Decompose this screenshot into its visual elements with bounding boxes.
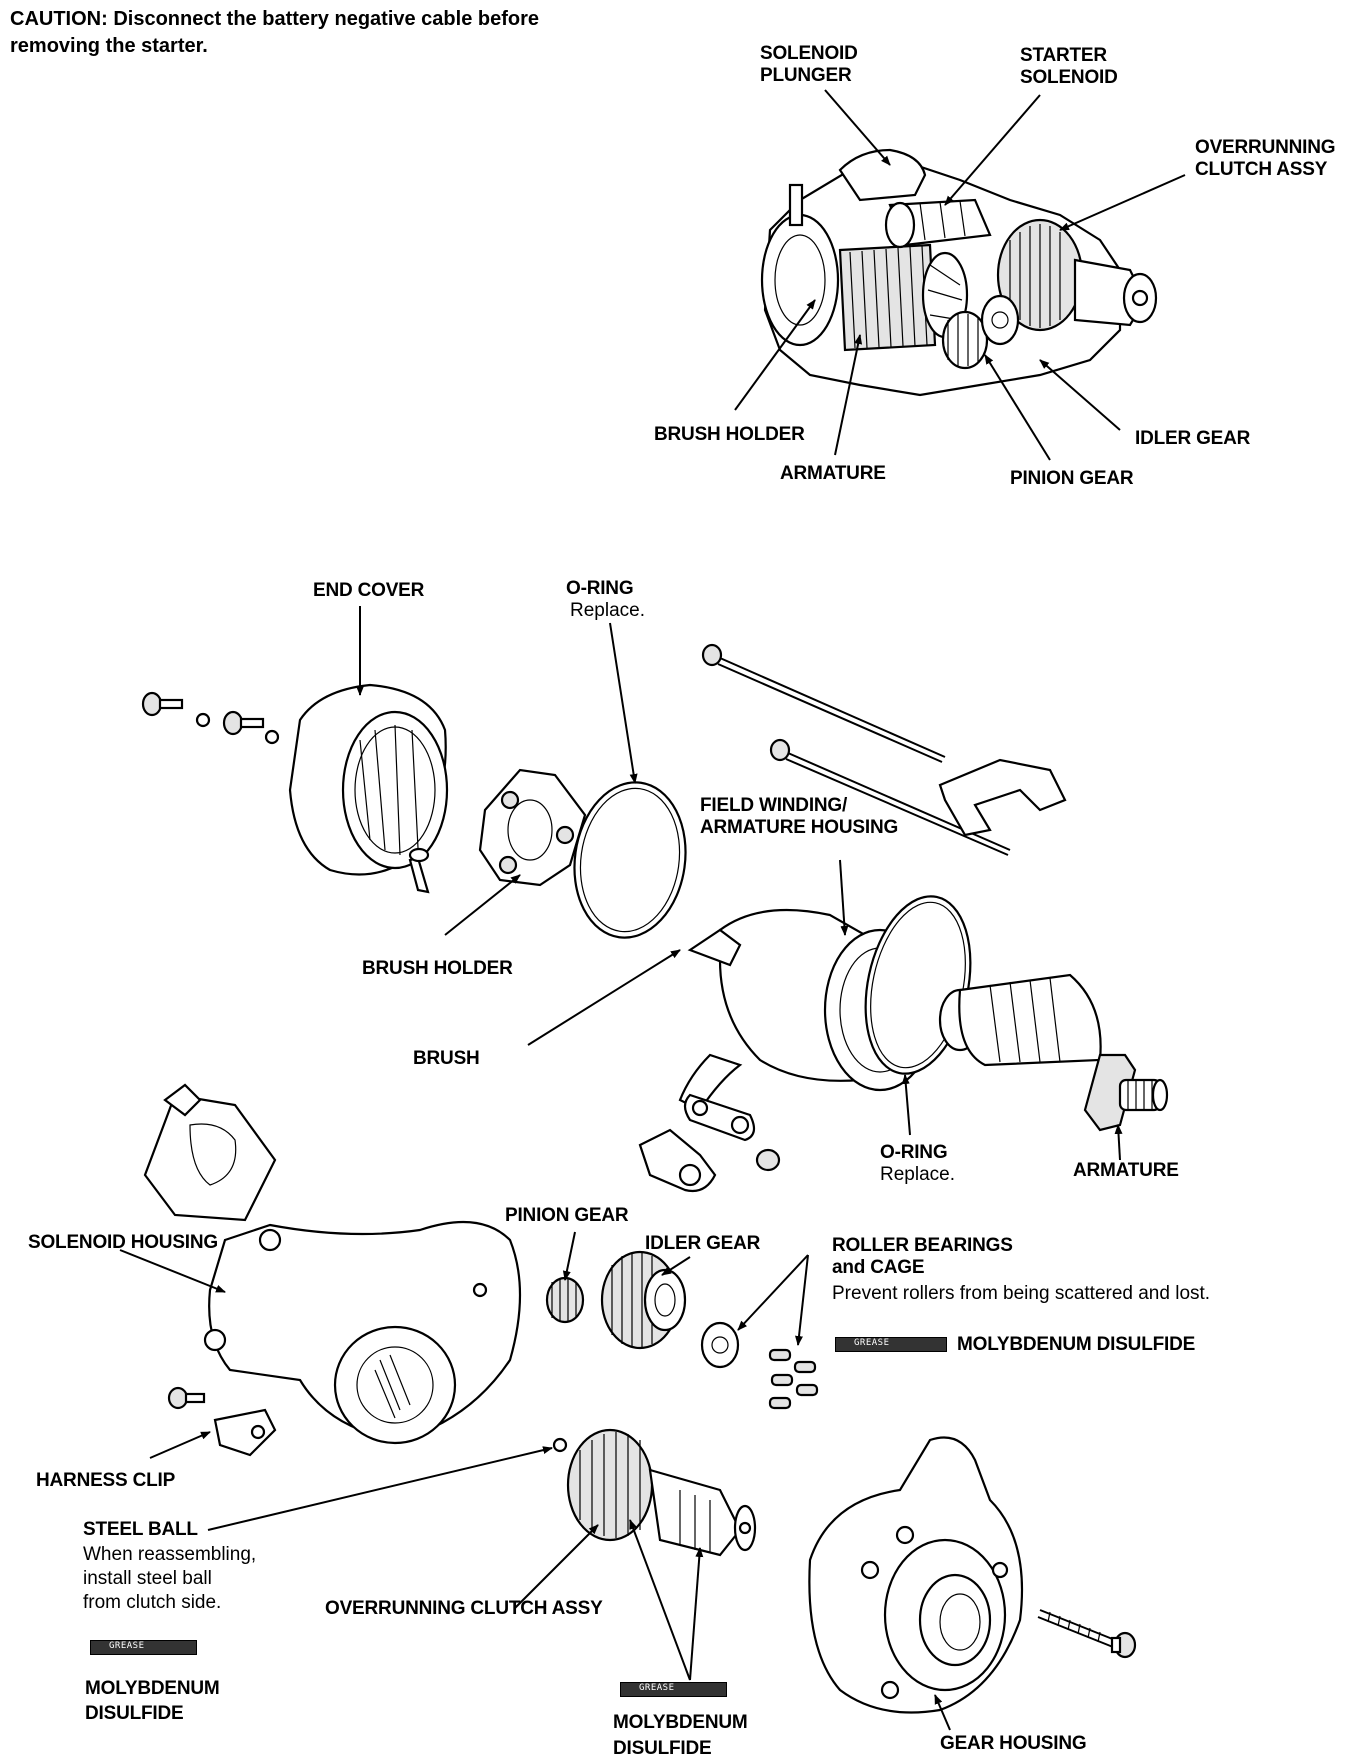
roller-bearings-note: Prevent rollers from being scattered and… bbox=[832, 1283, 1211, 1304]
label-harness-clip: HARNESS CLIP bbox=[36, 1470, 176, 1491]
grease-tube-icon: GREASE bbox=[90, 1640, 197, 1655]
label-clutch-grease: MOLYBDENUM DISULFIDE bbox=[613, 1712, 748, 1759]
idler-gear-part bbox=[600, 1250, 687, 1350]
gear-housing-part bbox=[808, 1436, 1024, 1714]
brush-holder-part bbox=[478, 768, 587, 887]
label-idler-gear-exploded: IDLER GEAR bbox=[645, 1233, 761, 1254]
label-brush-holder-exploded: BRUSH HOLDER bbox=[362, 958, 513, 979]
label-solenoid-plunger: SOLENOID PLUNGER bbox=[760, 43, 858, 86]
label-solenoid-housing: SOLENOID HOUSING bbox=[28, 1232, 218, 1253]
steel-ball-part bbox=[552, 1437, 568, 1453]
assembled-starter-illustration bbox=[760, 148, 1158, 397]
label-idler-gear-assembled: IDLER GEAR bbox=[1135, 428, 1251, 449]
label-field-winding-housing: FIELD WINDING/ ARMATURE HOUSING bbox=[700, 795, 899, 838]
label-end-cover: END COVER bbox=[313, 580, 425, 601]
label-brush: BRUSH bbox=[413, 1048, 480, 1069]
harness-clip-part bbox=[213, 1408, 277, 1457]
armature-part bbox=[938, 973, 1169, 1132]
roller-bearings-part bbox=[700, 1321, 819, 1410]
o-ring-top-part bbox=[573, 781, 687, 939]
label-starter-solenoid: STARTER SOLENOID bbox=[1020, 45, 1118, 88]
label-gear-housing: GEAR HOUSING bbox=[940, 1733, 1087, 1754]
caution-note: CAUTION: Disconnect the battery negative… bbox=[10, 6, 539, 60]
label-pinion-gear-assembled: PINION GEAR bbox=[1010, 468, 1134, 489]
caution-line-1: CAUTION: Disconnect the battery negative… bbox=[10, 8, 540, 30]
label-armature-exploded: ARMATURE bbox=[1073, 1160, 1179, 1181]
label-steel-ball-grease: MOLYBDENUM DISULFIDE bbox=[85, 1678, 220, 1724]
pinion-gear-part bbox=[545, 1276, 585, 1324]
steel-ball-note: When reassembling, install steel ball fr… bbox=[83, 1544, 257, 1613]
label-o-ring-top: O-RING bbox=[566, 578, 634, 599]
assembled-leader-lines bbox=[734, 89, 1186, 461]
caution-line-2: removing the starter. bbox=[10, 35, 208, 57]
overrunning-clutch-part bbox=[566, 1428, 757, 1557]
harness-bolt-part bbox=[167, 1386, 189, 1410]
grease-tube-icon: GREASE bbox=[620, 1682, 727, 1697]
label-pinion-gear-exploded: PINION GEAR bbox=[505, 1205, 629, 1226]
nut-part bbox=[755, 1148, 781, 1172]
end-cover-part bbox=[288, 683, 449, 894]
solenoid-cover-part bbox=[143, 1083, 277, 1222]
exploded-leader-lines bbox=[119, 606, 1123, 1731]
bracket-part bbox=[938, 758, 1067, 837]
label-armature-assembled: ARMATURE bbox=[780, 463, 886, 484]
label-brush-holder-assembled: BRUSH HOLDER bbox=[654, 424, 805, 445]
grease-tube-icon: GREASE bbox=[835, 1337, 947, 1352]
solenoid-housing-part bbox=[203, 1220, 522, 1445]
label-steel-ball: STEEL BALL bbox=[83, 1519, 198, 1540]
label-overrunning-clutch-exploded: OVERRUNNING CLUTCH ASSY bbox=[325, 1598, 603, 1619]
end-cover-bolts bbox=[141, 691, 280, 745]
o-ring-bottom-note: Replace. bbox=[880, 1164, 955, 1185]
o-ring-top-note: Replace. bbox=[570, 600, 645, 621]
label-o-ring-bottom: O-RING bbox=[880, 1142, 948, 1163]
gear-housing-bolt-part bbox=[1037, 1609, 1137, 1659]
label-overrunning-clutch-assembled: OVERRUNNING CLUTCH ASSY bbox=[1195, 137, 1336, 180]
label-roller-bearings: ROLLER BEARINGS and CAGE bbox=[832, 1235, 1013, 1278]
label-roller-grease: MOLYBDENUM DISULFIDE bbox=[957, 1334, 1196, 1355]
lever-part bbox=[638, 1128, 717, 1193]
